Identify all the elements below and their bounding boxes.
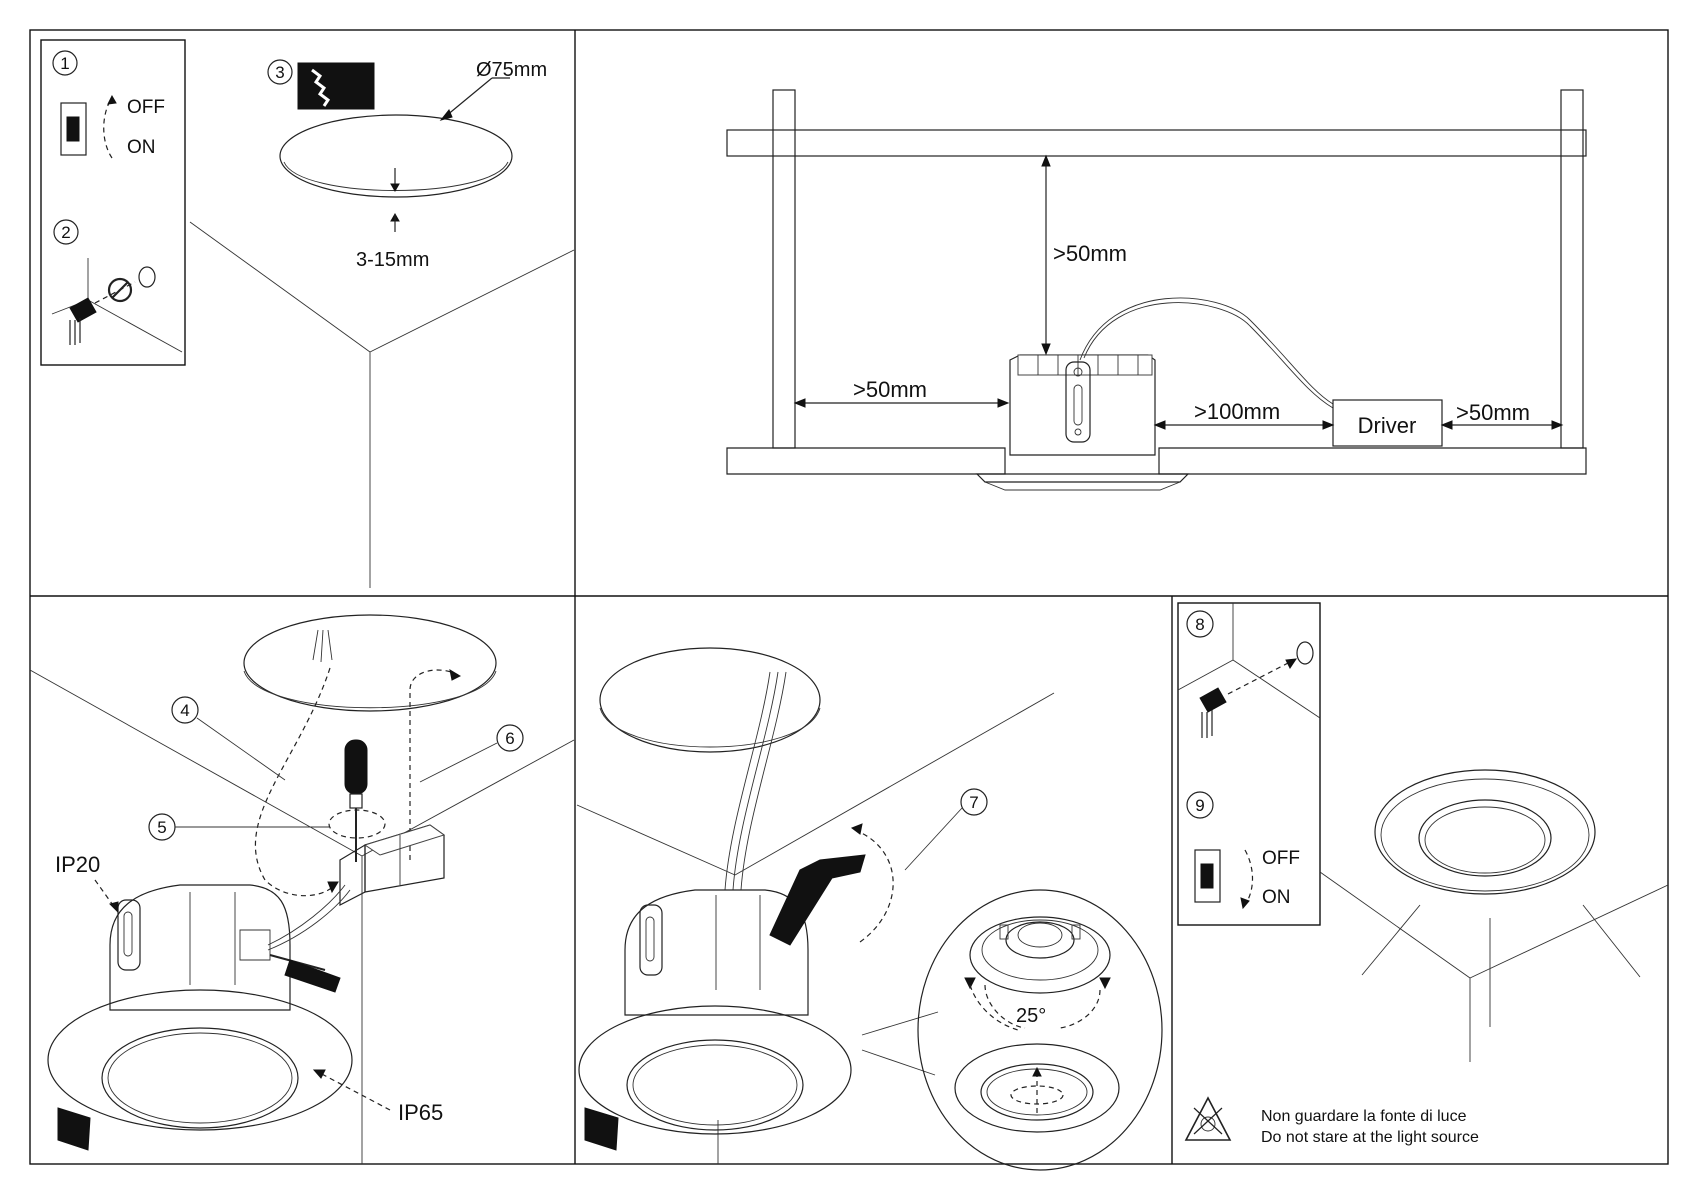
ceiling-hole-2 [600, 648, 820, 752]
left-joist [773, 90, 795, 448]
step-3-badge: 3 [268, 60, 292, 84]
panel-power-on-and-final: 8 9 OFF ON [1178, 603, 1668, 1146]
step-8-badge: 8 [1187, 611, 1213, 637]
hole-saw-icon [298, 63, 374, 109]
step-9-badge: 9 [1187, 792, 1213, 818]
step-8-number: 8 [1195, 615, 1204, 634]
prohibited-icon [109, 279, 131, 301]
warning-line-en: Do not stare at the light source [1261, 1129, 1479, 1146]
reconnect-steps-box [1178, 603, 1320, 925]
switch-rotate-arrow-icon [104, 98, 112, 158]
downlight-body [977, 355, 1188, 490]
step-2-badge: 2 [54, 220, 78, 244]
ceiling-thickness-label: 3-15mm [356, 249, 429, 271]
rotation-bottom-view [955, 1044, 1119, 1132]
step-4-badge: 4 [172, 697, 198, 723]
step-3-number: 3 [275, 63, 284, 82]
driver-clearance-label: >100mm [1194, 399, 1280, 424]
top-board [727, 130, 1586, 156]
step-9-number: 9 [1195, 796, 1204, 815]
ceiling-board-left [727, 448, 1005, 474]
spring-clip [770, 855, 865, 945]
wall-socket-icon-2 [1297, 642, 1313, 664]
tilt-detail-bubble [918, 890, 1162, 1170]
step-2-number: 2 [61, 223, 70, 242]
driver-right-clearance-label: >50mm [1456, 400, 1530, 425]
no-stare-warning-icon [1186, 1098, 1230, 1140]
switch-top-off-label: OFF [127, 97, 165, 118]
left-clearance-label: >50mm [853, 377, 927, 402]
step-5-badge: 5 [149, 814, 175, 840]
clip-fold-arrow [855, 830, 893, 942]
downlight-installed-view [48, 885, 352, 1150]
finished-downlight [1375, 770, 1595, 894]
panel-grid [30, 30, 1668, 1164]
wall-switch-icon-2 [1195, 850, 1220, 902]
wall-switch-icon [61, 103, 86, 155]
safety-steps-box [41, 40, 185, 365]
downlight-insert-view [579, 855, 865, 1150]
step-4-number: 4 [180, 701, 189, 720]
step-5-number: 5 [157, 818, 166, 837]
plug-in-icon [1200, 688, 1226, 738]
panel-power-off-and-cutout: 1 OFF ON 2 3 [41, 40, 574, 588]
ceiling-board-right [1159, 448, 1586, 474]
step-1-number: 1 [60, 54, 69, 73]
switch-bottom-on-label: ON [1262, 887, 1291, 908]
step-7-badge: 7 [961, 789, 987, 815]
driver-label: Driver [1358, 413, 1417, 438]
wall-socket-icon [139, 267, 155, 287]
cutout-diameter-label: Ø75mm [476, 59, 547, 81]
step-6-number: 6 [505, 729, 514, 748]
diameter-leader [446, 78, 492, 116]
ip65-label: IP65 [398, 1100, 443, 1125]
panel-insertion-and-tilt: 7 25° [577, 648, 1162, 1170]
right-joist [1561, 90, 1583, 448]
ip20-label: IP20 [55, 852, 100, 877]
step-7-number: 7 [969, 793, 978, 812]
switch-bottom-off-label: OFF [1262, 848, 1300, 869]
panel-wiring: 4 5 6 IP20 [30, 615, 574, 1164]
warning-line-it: Non guardare la fonte di luce [1261, 1108, 1467, 1125]
step-6-badge: 6 [497, 725, 523, 751]
top-clearance-label: >50mm [1053, 241, 1127, 266]
switch-top-on-label: ON [127, 137, 156, 158]
panel-clearance: Driver >50mm >50mm >100mm >50mm [727, 90, 1586, 490]
step-1-badge: 1 [53, 51, 77, 75]
tilt-angle-label: 25° [1016, 1005, 1046, 1027]
gimbal-top-view [970, 917, 1110, 993]
screwdriver-icon [345, 740, 367, 862]
